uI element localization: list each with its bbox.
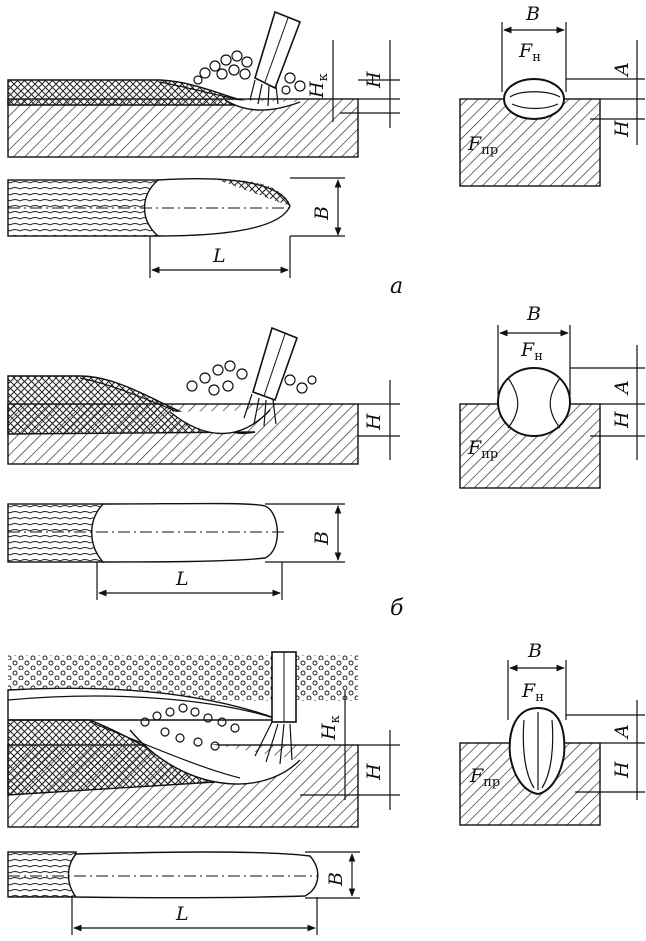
label-Fpr-c: F	[469, 765, 484, 787]
label-Fpr-sub-c: пр	[483, 775, 500, 790]
dimension-lines-b	[358, 380, 400, 460]
plan-view-a	[7, 177, 345, 278]
flux-granules-c	[140, 703, 240, 751]
flux-granules-a	[193, 50, 306, 95]
label-H-b: H	[363, 413, 385, 431]
label-H-c: H	[363, 763, 385, 781]
label-Fpr-b: F	[467, 437, 482, 459]
svg-text:Fпр: Fпр	[467, 437, 498, 462]
svg-text:Fн: Fн	[518, 40, 541, 65]
longitudinal-section-b	[7, 375, 359, 465]
dimension-lines-c	[300, 690, 400, 810]
label-H-cross-b: H	[611, 411, 633, 429]
label-Fn-c: F	[521, 680, 536, 702]
label-L-c: L	[175, 903, 189, 925]
svg-text:Fн: Fн	[520, 339, 543, 364]
label-A-c: A	[611, 724, 633, 740]
svg-text:Hк: Hк	[306, 73, 331, 99]
cross-section-c	[459, 660, 645, 826]
flux-granules-b	[186, 360, 317, 396]
label-L-a: L	[212, 245, 226, 267]
label-A-b: A	[611, 380, 633, 396]
label-Hk-a: H	[306, 81, 328, 99]
svg-text:Fн: Fн	[521, 680, 544, 705]
label-Fpr-sub-a: пр	[481, 143, 498, 158]
label-Hk-c: H	[318, 723, 340, 741]
label-Fpr-sub-b: пр	[481, 447, 498, 462]
svg-text:Hк: Hк	[318, 715, 343, 741]
longitudinal-section-a	[7, 79, 359, 158]
label-Fn-b: F	[520, 339, 535, 361]
electrode-c	[254, 651, 297, 765]
svg-text:Fпр: Fпр	[467, 133, 498, 158]
label-B-plan-b: B	[311, 531, 333, 546]
label-Fpr-a: F	[467, 133, 482, 155]
label-Fn-sub-a: н	[532, 50, 541, 65]
plan-view-c	[7, 851, 360, 935]
label-L-b: L	[175, 568, 189, 590]
label-B-plan-c: B	[325, 872, 347, 887]
label-B-cross-c: B	[527, 640, 542, 662]
electrode-a	[249, 10, 302, 107]
label-H-cross-a: H	[611, 120, 633, 138]
electrode-b	[243, 326, 299, 427]
panel-a: H Hк B L а	[7, 3, 645, 299]
dimension-lines-a	[332, 40, 400, 128]
panel-c: H Hк B L B Fн A H	[7, 640, 645, 935]
label-B-cross-b: B	[526, 303, 541, 325]
svg-text:H: H	[363, 71, 385, 89]
cross-section-b	[459, 325, 645, 489]
label-A-a: A	[611, 62, 633, 78]
label-H-cross-c: H	[611, 761, 633, 779]
caption-a: а	[390, 274, 403, 299]
label-Hk-sub-c: к	[328, 715, 343, 723]
svg-text:Fпр: Fпр	[469, 765, 500, 790]
label-Hk-sub-a: к	[316, 73, 331, 81]
label-Fn-a: F	[518, 40, 533, 62]
label-B-cross-a: B	[525, 3, 540, 25]
label-Fn-sub-b: н	[534, 349, 543, 364]
label-H-a: H	[363, 71, 385, 89]
label-B-plan-a: B	[311, 206, 333, 221]
panel-b: H B L б B Fн A H	[7, 303, 645, 621]
label-Fn-sub-c: н	[535, 690, 544, 705]
plan-view-b	[7, 502, 345, 600]
caption-b: б	[390, 596, 404, 621]
cross-section-a	[459, 22, 645, 187]
